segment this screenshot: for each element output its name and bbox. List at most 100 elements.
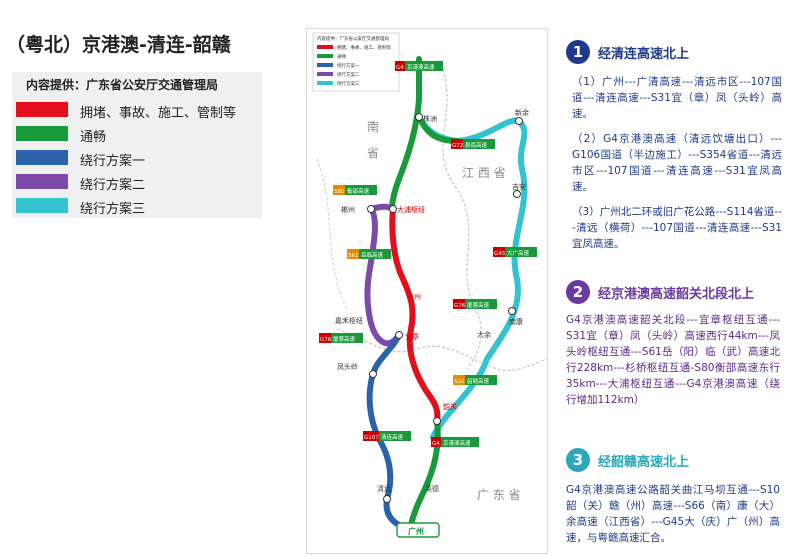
legend-item-congestion: 拥堵、事故、施工、管制等: [16, 102, 256, 121]
legend-label: 通畅: [80, 130, 107, 145]
legend-label: 绕行方案一: [80, 154, 146, 169]
province-label-jiangxi: 江 西 省: [462, 166, 506, 180]
svg-text:G107: G107: [364, 435, 379, 441]
junction-zhuzhou: [415, 113, 423, 121]
svg-text:G76: G76: [454, 303, 466, 309]
inset-legend-label: 拥堵、事故、施工、管制等: [337, 44, 391, 51]
svg-text:G4: G4: [432, 441, 440, 447]
section-1-paragraph-1: （1）广州---广清高速---清远市区---107国道---清连高速---S31…: [572, 76, 782, 120]
svg-text:S80: S80: [334, 189, 345, 195]
svg-text:厦蓉高速: 厦蓉高速: [467, 301, 490, 309]
city-label-guangzhou: 广州: [408, 526, 424, 536]
inset-legend-label: 绕行方案二: [337, 71, 360, 78]
route-map-svg: 湖 南 省 江 西 省 广 东 省 内容提供：广东省公安厅交通管理局 拥堵、事故…: [312, 32, 548, 538]
shield-g4-bottom: G4 京港澳高速: [431, 437, 479, 447]
junction-yizhang: [395, 331, 403, 339]
legend-label: 绕行方案三: [80, 202, 146, 217]
section-title: 经韶赣高速北上: [598, 454, 690, 470]
section-1-heading: 1 经清连高速北上: [566, 40, 689, 64]
route-cyan-detour-3: [416, 114, 528, 440]
legend-label: 拥堵、事故、施工、管制等: [80, 106, 237, 121]
shield-s80: S80 衡邵高速: [333, 185, 377, 195]
shield-g4-top: G4 京港澳高速: [395, 61, 443, 71]
shield-g107: G107 清连高速: [363, 431, 411, 441]
inset-legend: 内容提供：广东省公安厅交通管理局 拥堵、事故、施工、管制等 通畅 绕行方案一 绕…: [312, 32, 400, 92]
svg-text:S10: S10: [454, 379, 465, 385]
city-label-dayu: 大余: [477, 330, 491, 339]
legend-item-detour-2: 绕行方案二: [16, 174, 256, 193]
junction-shanqiao: [367, 205, 375, 213]
legend-title: 内容提供：广东省公安厅交通管理局: [26, 78, 219, 92]
svg-text:衡邵高速: 衡邵高速: [347, 187, 370, 195]
section-number-badge: 2: [566, 280, 590, 304]
province-border-guangdong: [336, 328, 548, 371]
svg-text:岳临高速: 岳临高速: [361, 251, 384, 259]
legend-swatch-cyan: [16, 198, 68, 213]
svg-text:S61: S61: [348, 253, 359, 259]
province-border-hunan-jiangxi: [442, 68, 482, 370]
svg-text:厦蓉高速: 厦蓉高速: [333, 335, 356, 343]
city-label-xinyu: 新余: [515, 108, 529, 117]
svg-text:G45: G45: [494, 251, 506, 257]
route-map: 湖 南 省 江 西 省 广 东 省 内容提供：广东省公安厅交通管理局 拥堵、事故…: [306, 28, 548, 554]
city-label-jiahe: 嘉禾枢纽: [335, 316, 363, 325]
section-1-paragraph-2: （2）G4京港澳高速（清远饮塘出口）---G106国道（半边施工）---S354…: [572, 133, 782, 193]
province-label-guangdong: 广 东 省: [477, 488, 521, 502]
section-2-heading: 2 经京港澳高速韶关北段北上: [566, 280, 754, 304]
svg-text:清连高速: 清连高速: [381, 433, 404, 441]
city-label-shanqiao: 郴州: [341, 205, 355, 214]
legend-item-detour-3: 绕行方案三: [16, 198, 256, 217]
section-title: 经京港澳高速韶关北段北上: [598, 286, 755, 302]
guangzhou-box: [396, 522, 440, 538]
city-label-shaoguan: 韶关: [443, 402, 457, 411]
shield-g72: G72 泉南高速: [451, 139, 495, 149]
svg-text:G76: G76: [320, 337, 332, 343]
section-2-paragraph: G4京港澳高速韶关北段---宜章枢纽互通---S31宜（章）凤（头岭）高速西行4…: [566, 314, 780, 406]
inset-swatch-red: [317, 45, 333, 49]
page-title: （粤北）京港澳-清连-韶赣: [6, 34, 231, 56]
city-label-yongzhou: 永州: [407, 292, 421, 301]
inset-swatch-purple: [317, 72, 333, 76]
province-border-west: [316, 158, 348, 310]
legend-swatch-green: [16, 126, 68, 141]
junction-fengtouling: [369, 370, 377, 378]
section-number-badge: 3: [566, 448, 590, 472]
svg-text:京港澳高速: 京港澳高速: [443, 439, 471, 447]
svg-text:京港澳高速: 京港澳高速: [407, 63, 435, 71]
city-label-yingde: 英德: [425, 484, 439, 493]
province-label-hunan-2: 南: [367, 119, 379, 134]
city-label-yizhang: 宜章: [405, 332, 419, 341]
legend-swatch-blue: [16, 150, 68, 165]
section-1-paragraph-3: （3）广州北二环或旧广花公路---S114省道---清远（横荷）---107国道…: [572, 206, 782, 250]
city-label-fengtouling: 凤头岭: [337, 362, 358, 371]
junction-jian: [513, 190, 521, 198]
inset-swatch-blue: [317, 63, 333, 67]
svg-text:大广高速: 大广高速: [507, 249, 530, 257]
city-label-zhuzhou: 株洲: [423, 114, 437, 123]
legend-panel: 内容提供：广东省公安厅交通管理局 拥堵、事故、施工、管制等 通畅 绕行方案一 绕…: [12, 72, 262, 218]
svg-text:G4: G4: [396, 65, 404, 71]
inset-swatch-green: [317, 54, 333, 58]
junction-nankang: [508, 307, 516, 315]
section-number-badge: 1: [566, 40, 590, 64]
shield-s61: S61 岳临高速: [347, 249, 391, 259]
route-purple-detour-2: [364, 206, 402, 347]
svg-text:G72: G72: [452, 143, 463, 149]
city-label-dapu: 大浦枢纽: [397, 205, 425, 214]
inset-legend-label: 通畅: [337, 53, 346, 60]
legend-swatch-red: [16, 102, 68, 117]
legend-swatch-purple: [16, 174, 68, 189]
shield-s10: S10 韶赣高速: [453, 375, 497, 385]
inset-swatch-cyan: [317, 81, 333, 85]
city-label-nankang: 南康: [509, 317, 523, 326]
inset-legend-label: 绕行方案一: [337, 62, 360, 69]
svg-text:韶赣高速: 韶赣高速: [467, 377, 490, 385]
shield-g45: G45 大广高速: [493, 247, 537, 257]
section-3-heading: 3 经韶赣高速北上: [566, 448, 689, 472]
junction-dapu: [389, 205, 397, 213]
city-label-qingyuan: 清远: [377, 484, 391, 493]
junction-qingyuan: [383, 495, 391, 503]
inset-legend-label: 绕行方案三: [337, 80, 360, 87]
legend-item-detour-1: 绕行方案一: [16, 150, 256, 169]
section-3-paragraph: G4京港澳高速公路韶关曲江马坝互通---S10韶（关）赣（州）高速---S66（…: [566, 484, 780, 544]
